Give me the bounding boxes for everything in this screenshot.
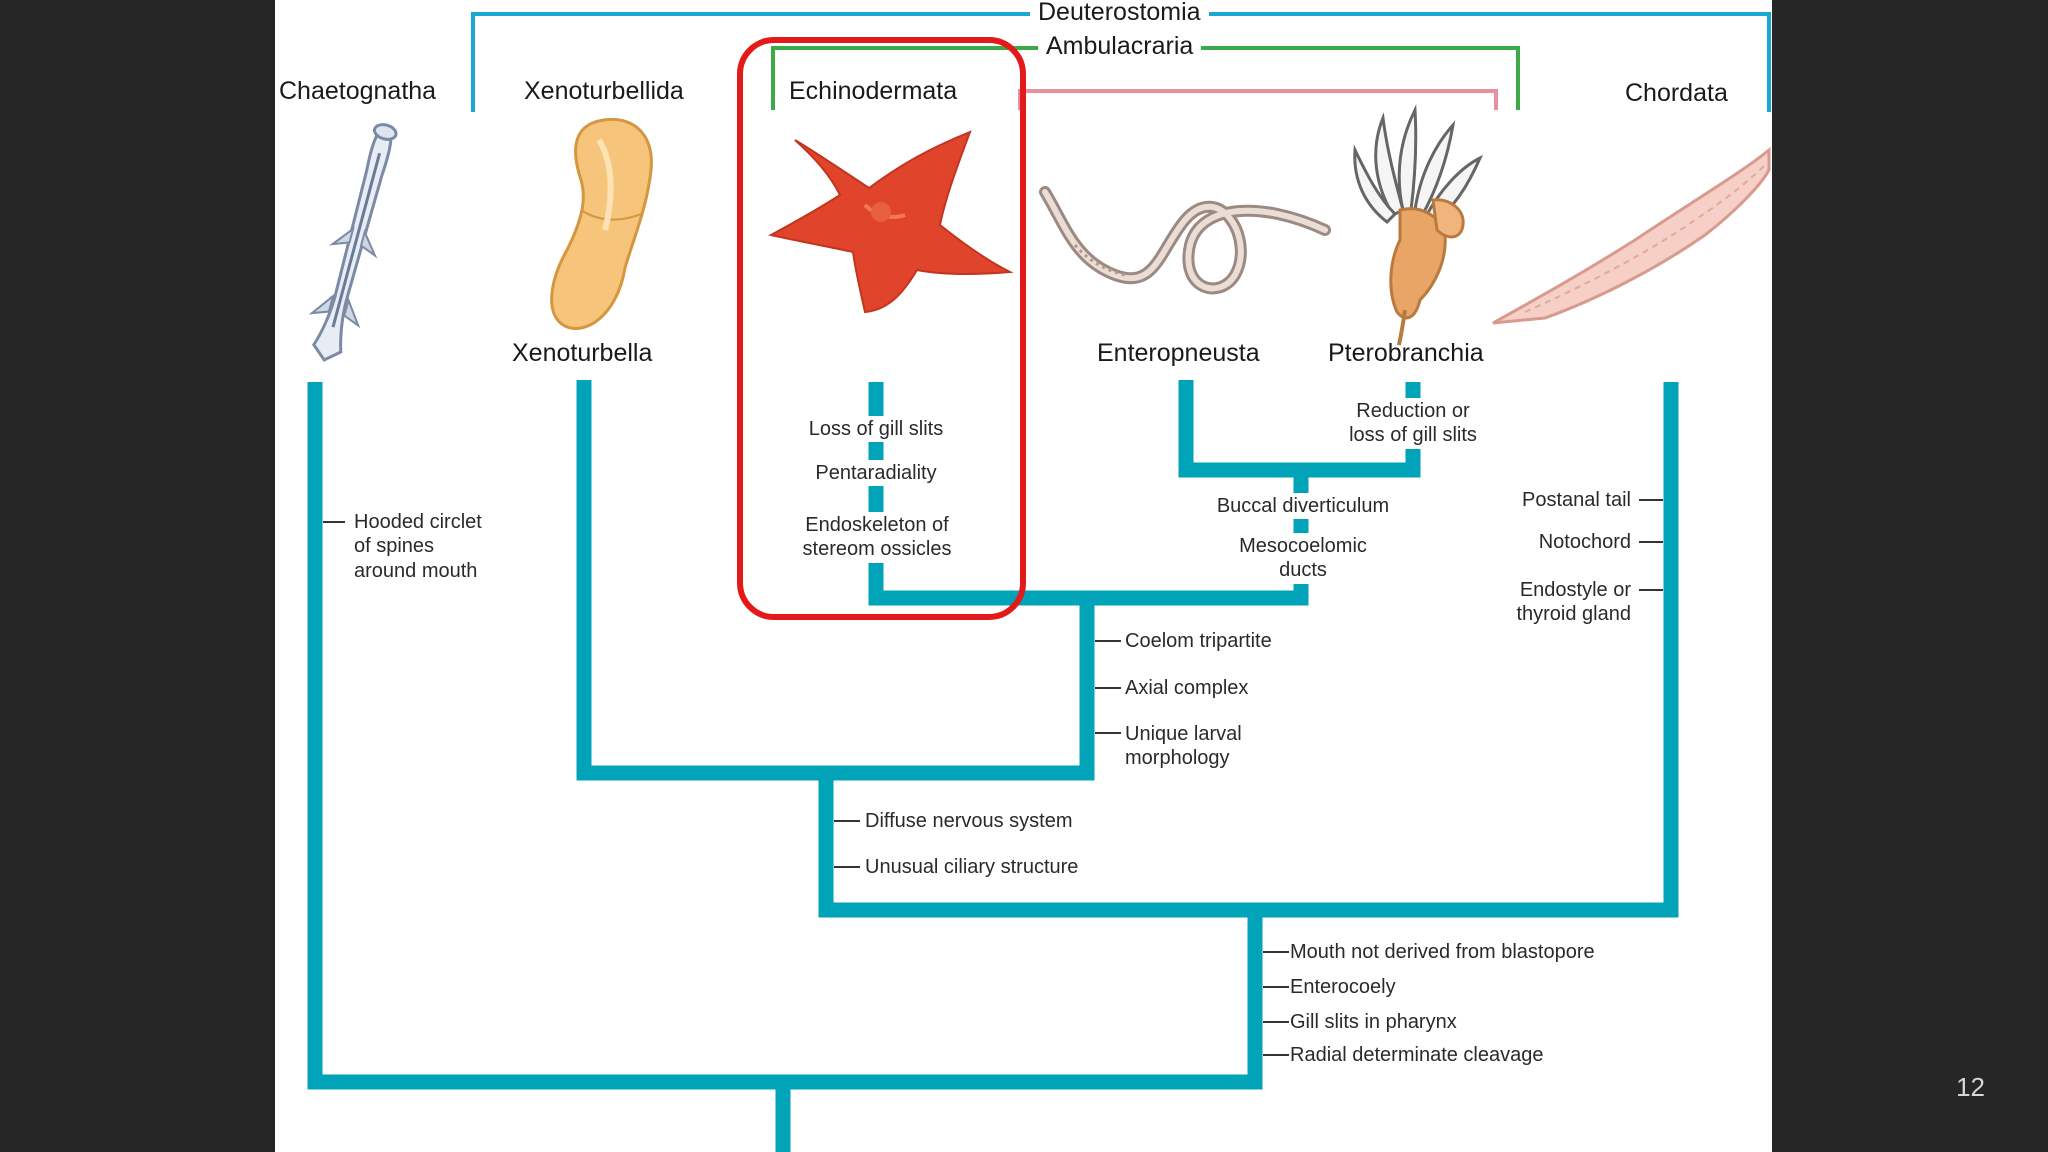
trait-axial-complex: Axial complex bbox=[1125, 677, 1249, 699]
trait-endoskeleton: Endoskeleton of stereom ossicles bbox=[789, 512, 965, 563]
trait-reduction-gill-slits: Reduction or loss of gill slits bbox=[1336, 398, 1490, 449]
deuterostomia-label: Deuterostomia bbox=[1030, 0, 1209, 28]
page-number: 12 bbox=[1956, 1072, 1985, 1102]
trait-gill-slits-pharynx: Gill slits in pharynx bbox=[1290, 1011, 1457, 1033]
trait-loss-gill-slits: Loss of gill slits bbox=[799, 416, 953, 443]
echinodermata-highlight-box bbox=[737, 37, 1026, 620]
trait-mesocoelomic-ducts: Mesocoelomic ducts bbox=[1225, 533, 1381, 584]
trait-pentaradiality: Pentaradiality bbox=[799, 460, 953, 487]
trait-ciliary-structure: Unusual ciliary structure bbox=[865, 856, 1079, 878]
xenoturbella-icon bbox=[550, 117, 653, 330]
trait-mouth-blastopore: Mouth not derived from blastopore bbox=[1290, 941, 1595, 963]
trait-enterocoely: Enterocoely bbox=[1290, 976, 1396, 998]
trait-diffuse-nervous-system: Diffuse nervous system bbox=[865, 810, 1073, 832]
chaetognatha-branch bbox=[307, 382, 1263, 1090]
trait-radial-cleavage: Radial determinate cleavage bbox=[1290, 1044, 1544, 1066]
trait-hooded-circlet: Hooded circlet of spines around mouth bbox=[354, 511, 482, 582]
chaetognatha-label: Chaetognatha bbox=[279, 77, 437, 105]
trait-endostyle: Endostyle or thyroid gland bbox=[1516, 579, 1631, 626]
trait-larval-morphology: Unique larval morphology bbox=[1125, 723, 1242, 770]
enteropneusta-label: Enteropneusta bbox=[1097, 339, 1260, 367]
phylogenetic-tree bbox=[307, 380, 1679, 1152]
slide: Deuterostomia Ambulacraria Chaetognatha … bbox=[275, 0, 1772, 1152]
ambulacraria-label: Ambulacraria bbox=[1038, 31, 1202, 62]
trait-ticks bbox=[323, 499, 1663, 1056]
trait-postanal-tail: Postanal tail bbox=[1522, 489, 1631, 511]
acorn-worm-icon bbox=[1039, 186, 1331, 295]
arrow-worm-icon bbox=[308, 123, 398, 362]
xenoturbella-label: Xenoturbella bbox=[512, 339, 653, 367]
echinodermata-label: Echinodermata bbox=[789, 77, 958, 105]
sea-star-icon bbox=[768, 130, 1014, 314]
phylogeny-diagram bbox=[307, 12, 1771, 1152]
deuterostome-node bbox=[818, 382, 1679, 918]
xenoturbellida-branch bbox=[576, 380, 1095, 781]
chordata-label: Chordata bbox=[1625, 79, 1728, 107]
trait-coelom-tripartite: Coelom tripartite bbox=[1125, 630, 1272, 652]
pterobranch-icon bbox=[1353, 104, 1484, 346]
hemichordata-bracket bbox=[1018, 89, 1498, 110]
trait-notochord: Notochord bbox=[1538, 531, 1631, 553]
pterobranchia-label: Pterobranchia bbox=[1328, 339, 1484, 367]
lancelet-icon bbox=[1492, 146, 1771, 325]
trait-buccal-diverticulum: Buccal diverticulum bbox=[1195, 493, 1411, 520]
xenoturbellida-label: Xenoturbellida bbox=[524, 77, 684, 105]
